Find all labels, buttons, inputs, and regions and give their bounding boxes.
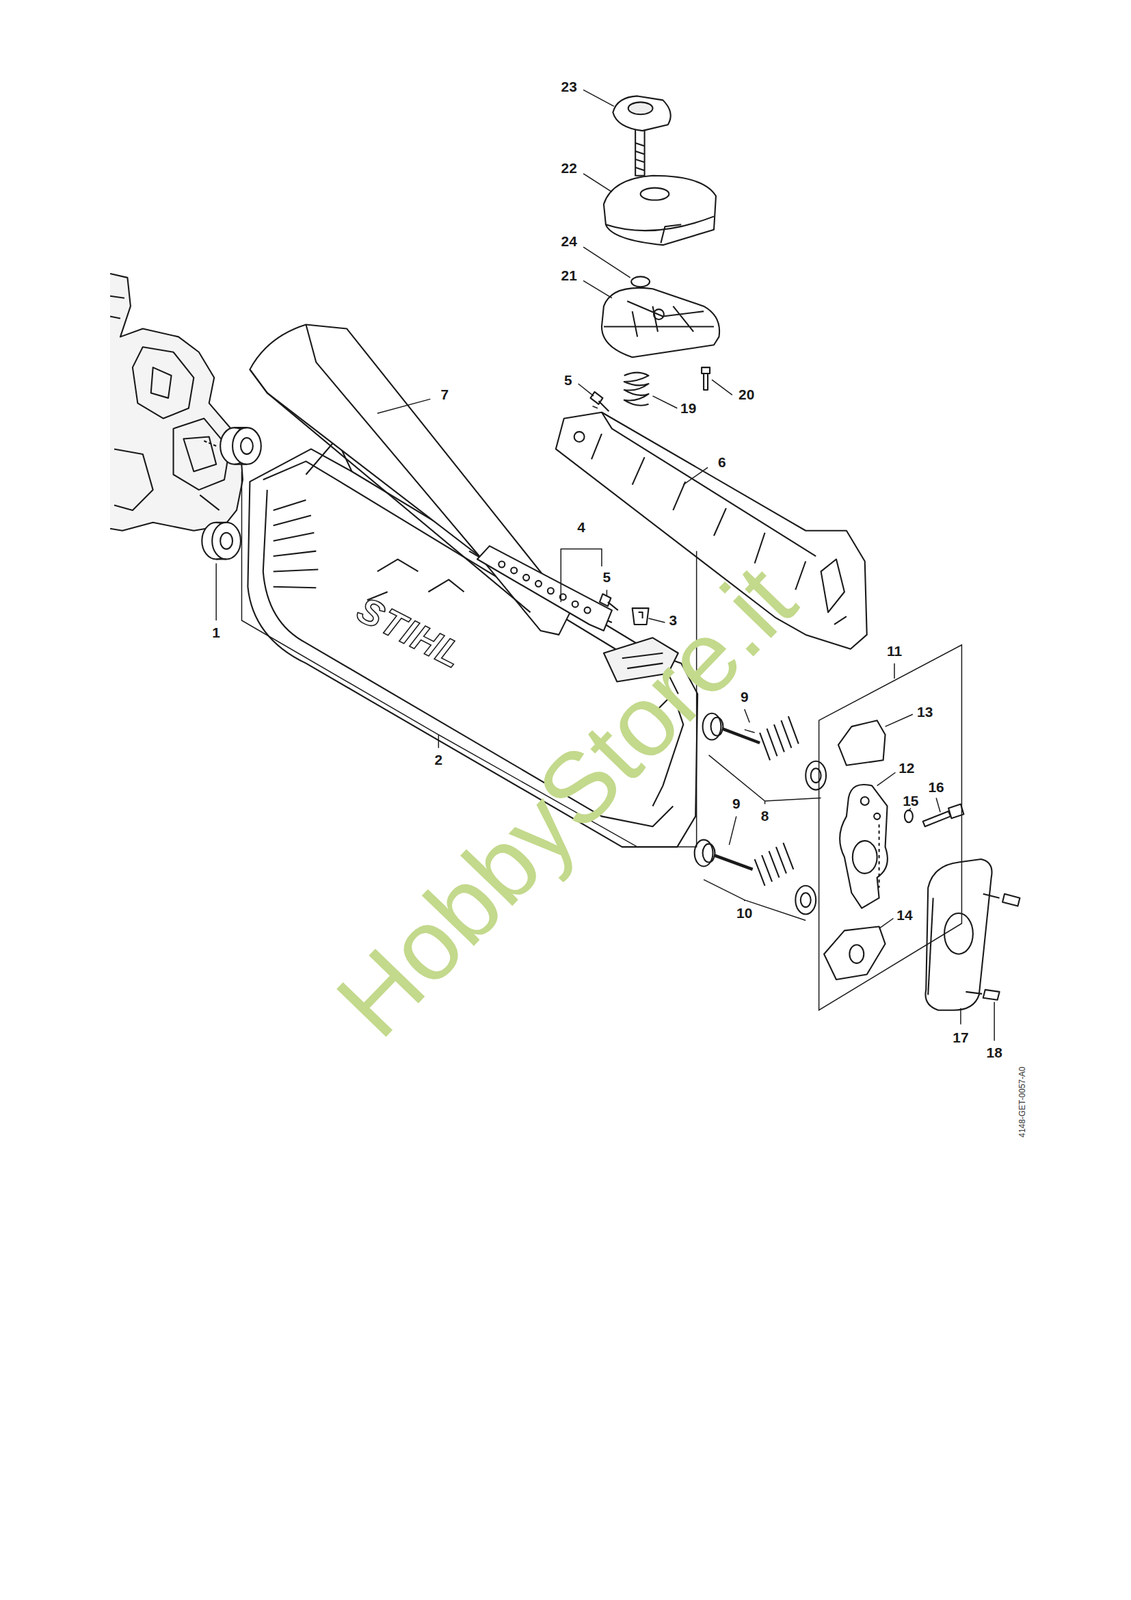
callout-number: 17	[952, 1029, 969, 1045]
engine-block	[110, 273, 243, 531]
screw	[701, 367, 710, 390]
callout-number: 6	[717, 454, 727, 470]
callout-number: 7	[440, 387, 449, 403]
o-ring	[631, 276, 650, 287]
reinforcing-plate	[477, 545, 612, 631]
cover-cap	[603, 175, 716, 245]
callout-number: 8	[761, 808, 770, 824]
callout-number: 4	[577, 520, 586, 535]
callout-number: 1	[211, 624, 221, 640]
callout-number: 12	[898, 761, 915, 776]
cover-plate	[925, 858, 992, 1010]
callout-number: 20	[738, 387, 755, 403]
spring	[624, 372, 649, 406]
callout-number: 15	[902, 793, 919, 808]
callout-number: 5	[564, 373, 573, 388]
callout-number: 22	[561, 161, 578, 176]
handle-cover	[249, 324, 571, 634]
screw	[965, 989, 1000, 1000]
callout-number: 10	[736, 905, 753, 920]
screw	[590, 391, 610, 411]
leader-lines	[216, 89, 995, 1041]
drawing-number: 4148-GET-0057-A0	[1018, 1066, 1028, 1137]
damper-element	[823, 925, 885, 980]
damper-element	[838, 720, 886, 766]
callout-number: 23	[561, 79, 578, 94]
annular-buffer	[702, 713, 827, 790]
callout-number: 9	[732, 796, 741, 811]
callout-number: 19	[680, 400, 697, 416]
callout-number: 18	[986, 1045, 1003, 1060]
washer	[904, 809, 913, 822]
callout-number: 16	[928, 780, 945, 795]
callout-number: 24	[561, 234, 578, 249]
callout-number: 5	[603, 570, 612, 585]
bore	[849, 944, 864, 963]
handle-bracket	[839, 784, 888, 909]
screw	[923, 803, 965, 827]
callout-number: 13	[916, 704, 933, 720]
brand-lettering: STIHL	[351, 590, 469, 675]
screw	[599, 593, 619, 610]
retainer	[632, 607, 649, 625]
callout-number: 11	[886, 643, 902, 658]
star-knob	[612, 95, 671, 176]
callout-number: 9	[740, 689, 749, 704]
callout-number: 14	[896, 907, 913, 922]
callout-number: 2	[434, 752, 444, 768]
cover-base	[601, 287, 720, 357]
callout-number: 21	[561, 268, 578, 283]
screw	[983, 893, 1021, 907]
